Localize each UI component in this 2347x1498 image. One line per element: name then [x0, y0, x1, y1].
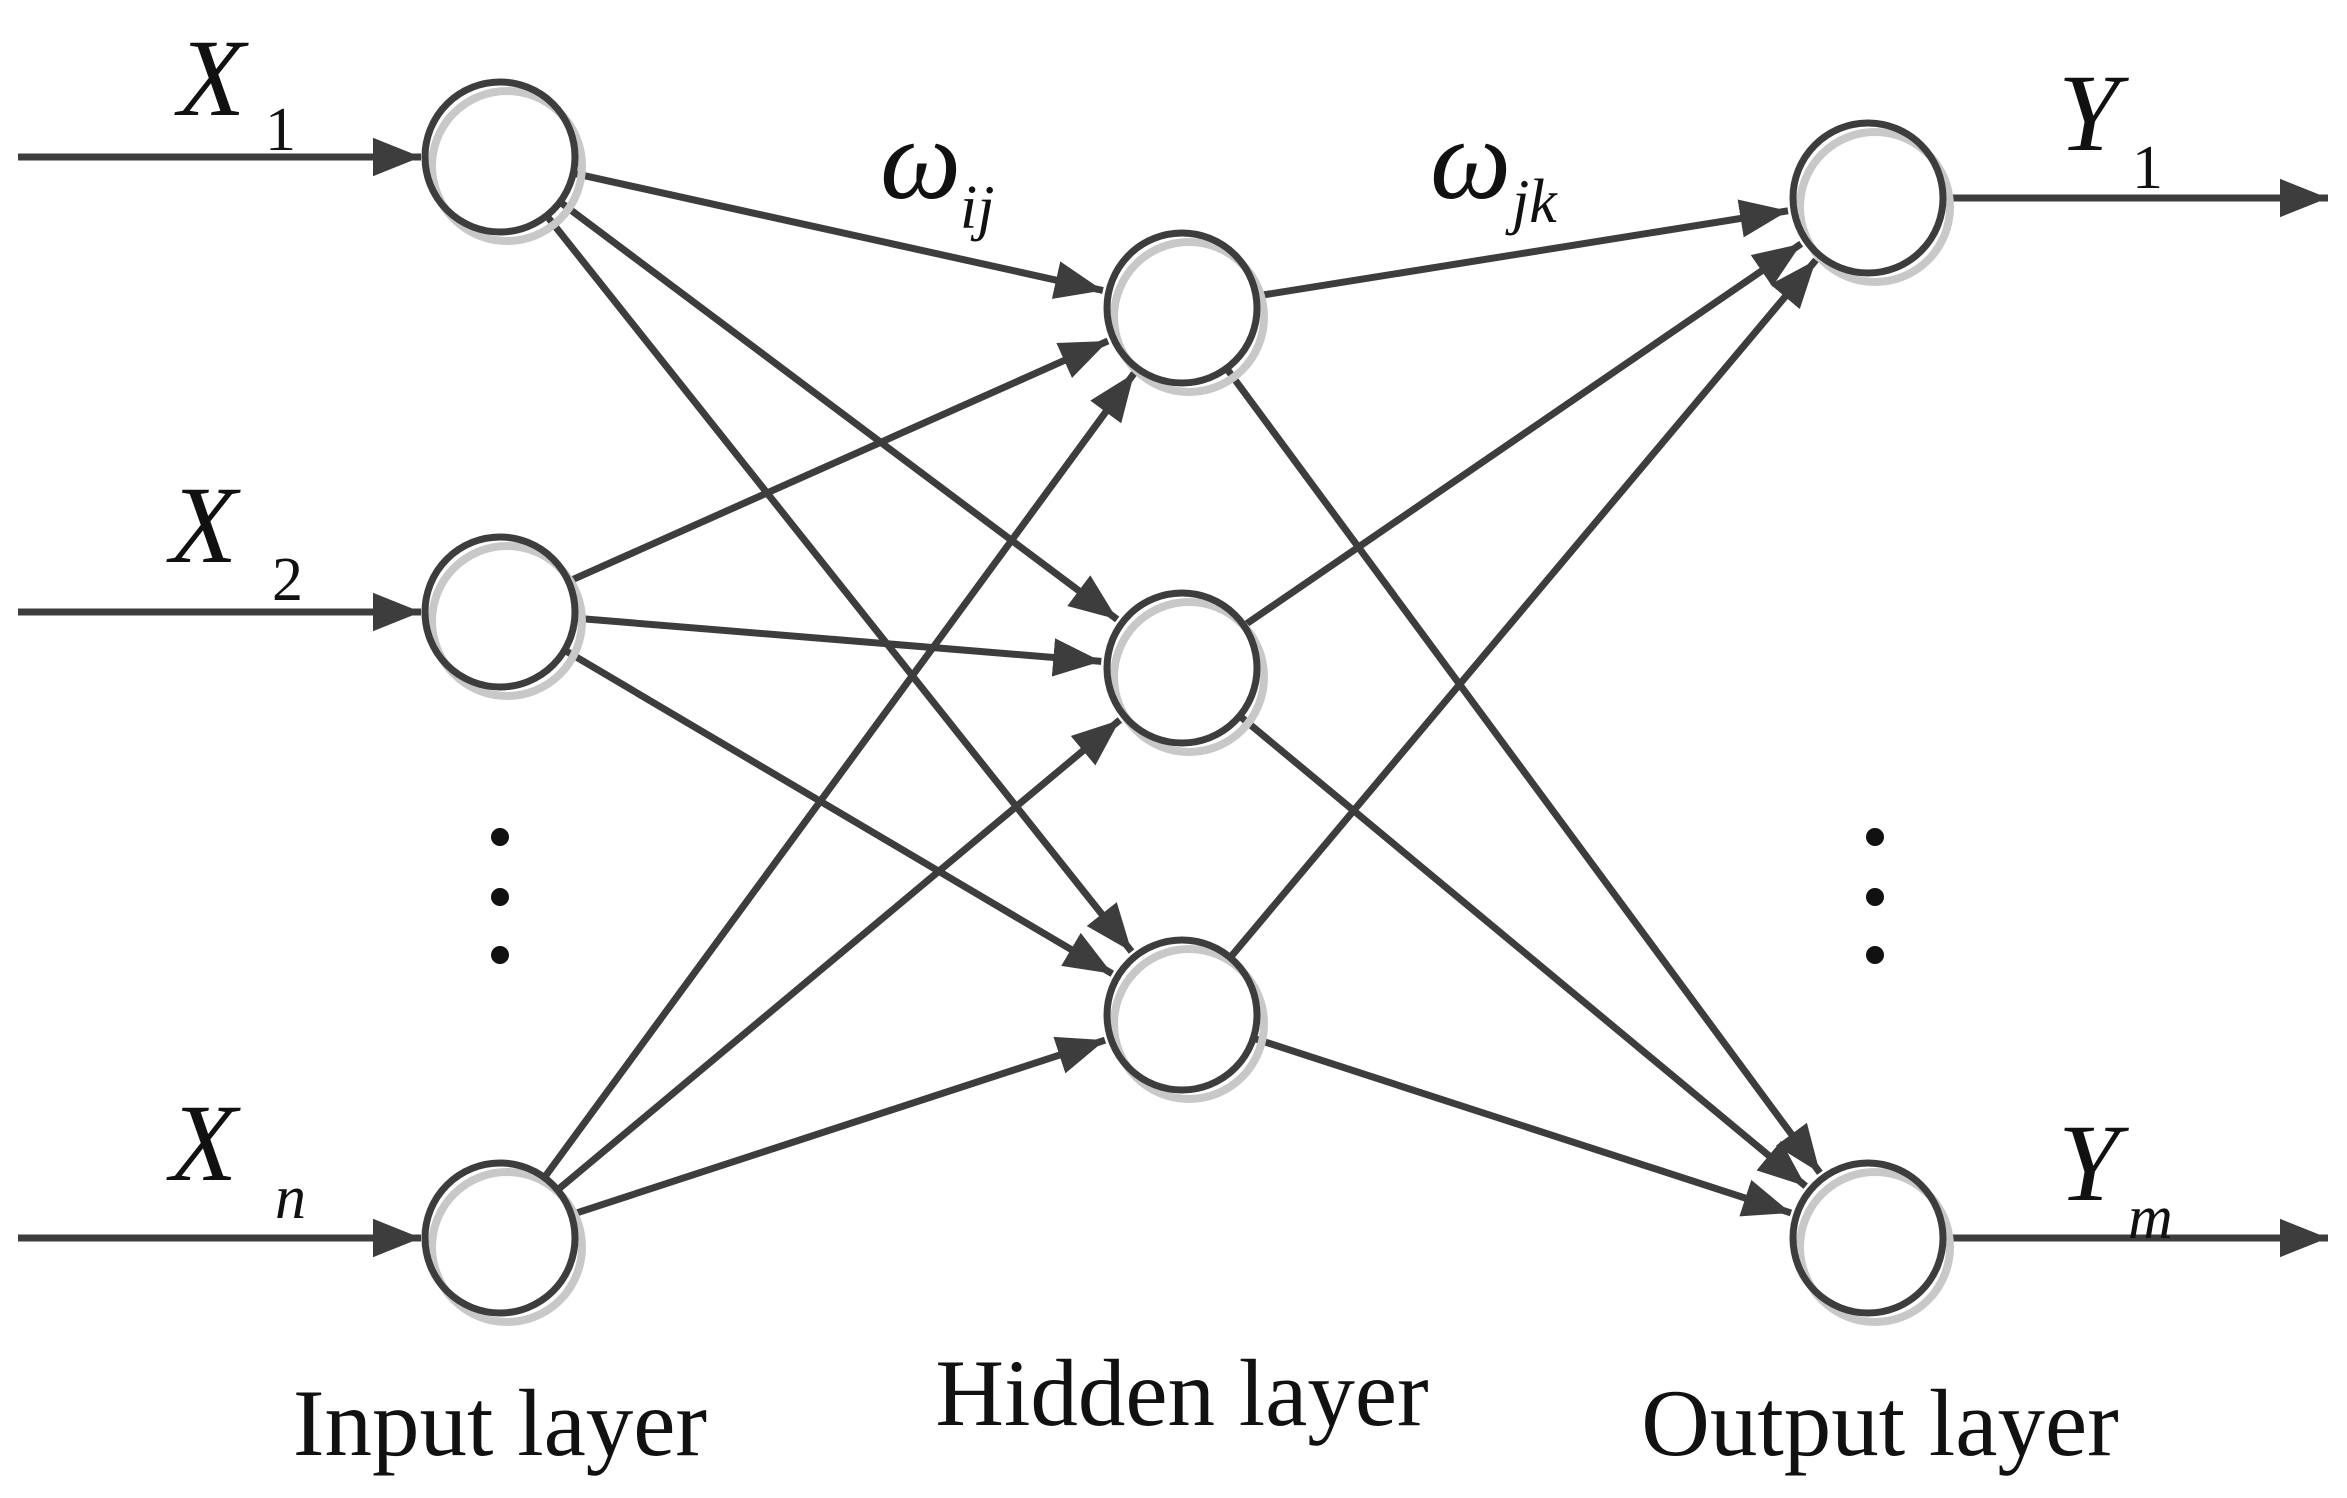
output-ellipsis-dots	[1866, 828, 1884, 964]
output-symbol: Y	[2058, 1102, 2129, 1224]
hidden-output-connection	[1227, 257, 1819, 960]
weight-subscript: ij	[960, 174, 994, 242]
output-node	[1789, 119, 1954, 286]
input-layer-caption: Input layer	[293, 1370, 707, 1476]
node-circle	[421, 78, 579, 236]
input-hidden-connection	[567, 337, 1110, 585]
input-hidden-connection	[562, 647, 1115, 977]
weight-symbol: ω	[880, 96, 961, 223]
input-label-x2: X 2	[166, 464, 303, 614]
hidden-node	[1103, 229, 1268, 396]
hidden-output-connection	[1237, 713, 1808, 1189]
input-node	[421, 1159, 586, 1326]
hidden-output-connection	[1223, 366, 1823, 1175]
node-shadow	[428, 1168, 586, 1326]
hidden-node	[1103, 936, 1268, 1103]
output-ellipsis-dot	[1866, 888, 1884, 906]
weight-label-wjk: ω jk	[1430, 96, 1558, 236]
input-node	[421, 533, 586, 700]
input-symbol: X	[166, 1082, 241, 1204]
input-hidden-connection	[572, 169, 1104, 299]
input-ellipsis-dot	[491, 888, 509, 906]
input-node	[421, 78, 586, 245]
output-label-y1: Y 1	[2058, 52, 2163, 202]
output-node	[1789, 1159, 1954, 1326]
input-label-xn: X n	[166, 1082, 306, 1232]
input-ellipsis-dot	[491, 828, 509, 846]
input-label-x1: X 1	[174, 17, 296, 164]
output-symbol: Y	[2058, 52, 2129, 174]
node-shadow	[1796, 1168, 1954, 1326]
output-subscript: m	[2128, 1184, 2173, 1252]
hidden-output-connection	[1241, 240, 1804, 629]
input-hidden-connection	[574, 614, 1102, 677]
node-shadow	[428, 87, 586, 245]
input-symbol: X	[174, 17, 249, 139]
hidden-node	[1103, 589, 1268, 756]
weight-symbol: ω	[1430, 96, 1511, 223]
input-ellipsis-dots	[491, 828, 509, 964]
node-circle	[1789, 1159, 1947, 1317]
node-shadow	[1110, 598, 1268, 756]
node-circle	[1103, 936, 1261, 1094]
node-circle	[421, 1159, 579, 1317]
input-symbol: X	[166, 464, 241, 586]
hidden-layer-caption: Hidden layer	[935, 1340, 1428, 1446]
output-ellipsis-dot	[1866, 946, 1884, 964]
input-hidden-connection	[570, 1036, 1107, 1219]
weight-subscript: jk	[1505, 168, 1558, 236]
node-circle	[421, 533, 579, 691]
input-hidden-connection	[557, 199, 1120, 623]
io-arrows-group	[18, 137, 2328, 1258]
output-label-ym: Y m	[2058, 1102, 2173, 1252]
node-shadow	[1110, 238, 1268, 396]
connections-group	[541, 169, 1823, 1219]
weight-label-wij: ω ij	[880, 96, 994, 242]
node-shadow	[1110, 945, 1268, 1103]
hidden-output-connection	[1255, 199, 1789, 300]
node-shadow	[1796, 128, 1954, 286]
output-layer-caption: Output layer	[1641, 1370, 2119, 1476]
node-circle	[1789, 119, 1947, 277]
node-circle	[1103, 229, 1261, 387]
input-hidden-connection	[555, 717, 1123, 1193]
output-ellipsis-dot	[1866, 828, 1884, 846]
input-hidden-connection	[543, 213, 1135, 954]
input-subscript: 1	[265, 96, 296, 164]
input-hidden-connection	[541, 371, 1137, 1180]
node-shadow	[428, 542, 586, 700]
output-subscript: 1	[2132, 134, 2163, 202]
input-subscript: n	[275, 1164, 306, 1232]
input-ellipsis-dot	[491, 946, 509, 964]
hidden-output-connection	[1252, 1034, 1793, 1217]
node-circle	[1103, 589, 1261, 747]
input-subscript: 2	[272, 546, 303, 614]
nodes-group	[421, 78, 1954, 1326]
